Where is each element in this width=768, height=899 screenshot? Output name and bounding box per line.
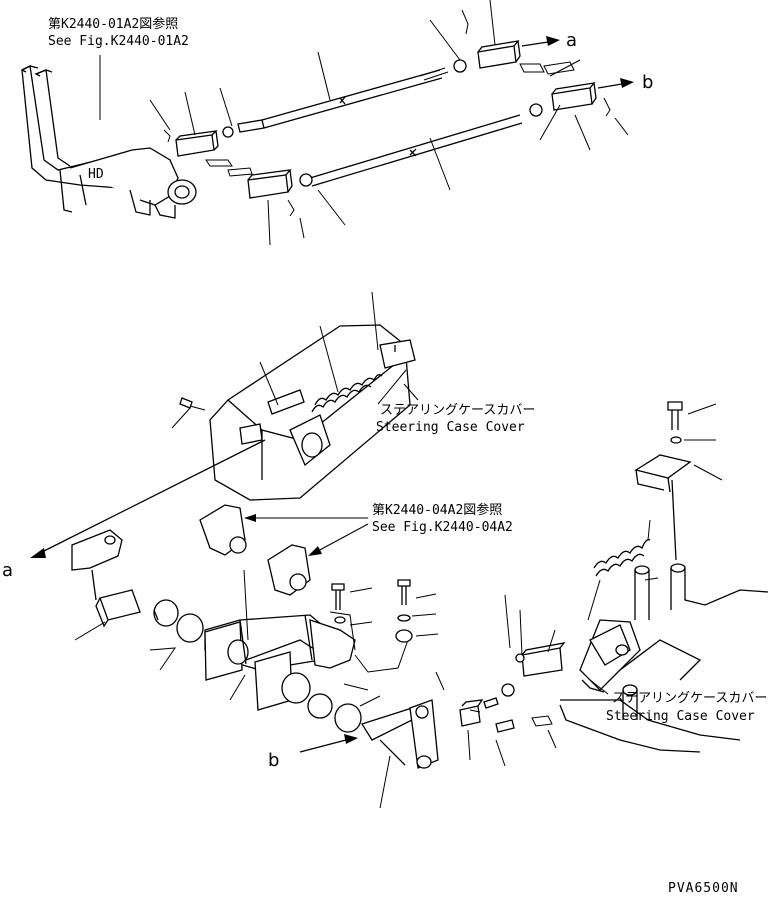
brake-pedal-assembly: HD [20, 65, 197, 219]
connector-a-bottom [30, 439, 266, 558]
steering-case-cover-right [559, 563, 768, 753]
connector-a-top [521, 36, 560, 47]
lower-bushings [307, 693, 381, 733]
left-upper-clevis [163, 119, 295, 217]
ref-mid-ja: 第K2440-04A2図参照 [372, 502, 502, 518]
ref-mid-en: See Fig.K2440-04A2 [372, 520, 513, 535]
drawing-code: PVA6500N [668, 881, 739, 896]
bolts-washers-mid [243, 569, 439, 643]
cover-mid-en: Steering Case Cover [376, 420, 525, 435]
return-spring-mid [311, 374, 383, 413]
top-leader-lines [99, 0, 629, 246]
brake-lever-lower [361, 671, 445, 809]
connector-b-top [597, 78, 634, 89]
yoke-upper [199, 504, 311, 596]
connector-b-bottom [299, 734, 358, 753]
ref-mid-leaders [252, 517, 369, 553]
ref-top-en: See Fig.K2440-01A2 [48, 34, 189, 49]
bracket-plate [309, 611, 409, 691]
svg-text:HD: HD [88, 167, 104, 182]
return-spring-right [587, 519, 651, 621]
cover-right-ja: ステアリングケースカバー [612, 691, 767, 706]
connector-b-bottom-label: b [268, 750, 279, 771]
bushings [149, 599, 204, 671]
cover-right-en: Steering Case Cover [606, 709, 755, 724]
connector-b-top-label: b [642, 72, 653, 93]
right-bolt-bracket [634, 401, 723, 561]
connector-a-top-label: a [566, 30, 577, 51]
upper-rod [261, 9, 575, 129]
mid-leader-lines [171, 291, 419, 429]
cover-mid-ja: ステアリングケースカバー [380, 403, 535, 418]
lower-rod [299, 82, 611, 187]
brake-arm-shaft [71, 529, 141, 641]
lower-right-clevis [459, 594, 566, 767]
cover-right-leader [589, 679, 609, 695]
ref-top-ja: 第K2440-01A2図参照 [48, 16, 178, 32]
connector-a-bottom-label: a [2, 560, 13, 581]
shaft-housing [204, 614, 341, 711]
steering-case-cover-mid [179, 324, 416, 501]
